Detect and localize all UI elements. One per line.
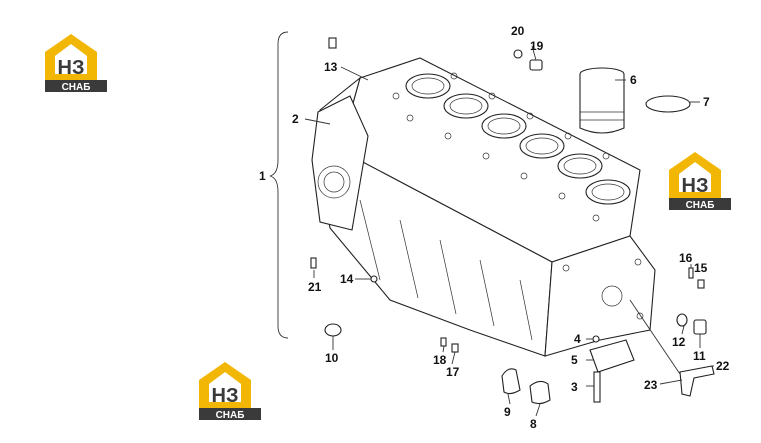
svg-text:СНАБ: СНАБ: [686, 200, 715, 211]
callout-11: 11: [693, 349, 706, 363]
callout-9: 9: [504, 405, 511, 419]
part-9: [501, 368, 521, 395]
engine-block: [311, 57, 656, 357]
part-4: [592, 335, 600, 343]
svg-text:НЗ: НЗ: [682, 175, 709, 197]
part-17: [451, 343, 459, 353]
callout-8: 8: [530, 417, 537, 431]
callout-15: 15: [694, 261, 708, 275]
callout-4: 4: [574, 332, 581, 346]
svg-text:СНАБ: СНАБ: [62, 82, 91, 93]
callout-18: 18: [433, 353, 447, 367]
callout-19: 19: [530, 39, 544, 53]
callout-1: 1: [259, 169, 266, 183]
callout-21: 21: [308, 280, 322, 294]
part-22-23: [679, 365, 715, 397]
callout-5: 5: [571, 353, 578, 367]
callout-20: 20: [511, 24, 525, 38]
callout-10: 10: [325, 351, 339, 365]
part-11: [693, 319, 707, 335]
callout-22: 22: [716, 359, 730, 373]
part-10: [324, 323, 342, 337]
svg-text:СНАБ: СНАБ: [216, 410, 245, 421]
svg-text:НЗ: НЗ: [58, 57, 85, 79]
part-21: [310, 257, 317, 269]
leader-lines: [304, 45, 714, 417]
part-20: [513, 49, 523, 59]
logo-top-left: НЗ СНАБ: [45, 34, 107, 93]
callout-6: 6: [630, 73, 637, 87]
callout-17: 17: [446, 365, 460, 379]
part-12: [676, 313, 688, 327]
callout-7: 7: [703, 95, 710, 109]
callout-14: 14: [340, 272, 354, 286]
assembly-bracket: [269, 31, 289, 339]
callout-12: 12: [672, 335, 686, 349]
part-18: [440, 337, 447, 347]
part-14: [370, 275, 378, 283]
part-16: [688, 267, 694, 279]
callout-3: 3: [571, 380, 578, 394]
part-15: [697, 279, 705, 289]
callout-labels: 1 2 3 4 5 6 7 8 9 10 11 12 13 14 15 16 1…: [259, 24, 730, 431]
svg-text:НЗ: НЗ: [212, 385, 239, 407]
part-13: [328, 37, 337, 49]
callout-13: 13: [324, 60, 338, 74]
part-19: [529, 59, 543, 71]
callout-2: 2: [292, 112, 299, 126]
logo-bottom-left: НЗ СНАБ: [199, 362, 261, 421]
callout-23: 23: [644, 378, 658, 392]
cylinder-liner: [579, 67, 625, 134]
logo-right: НЗ СНАБ: [669, 152, 731, 211]
callout-16: 16: [679, 251, 693, 265]
part-8: [529, 380, 551, 405]
part-5: [589, 339, 635, 373]
part-3: [593, 371, 601, 403]
liner-seal-ring: [645, 95, 691, 113]
